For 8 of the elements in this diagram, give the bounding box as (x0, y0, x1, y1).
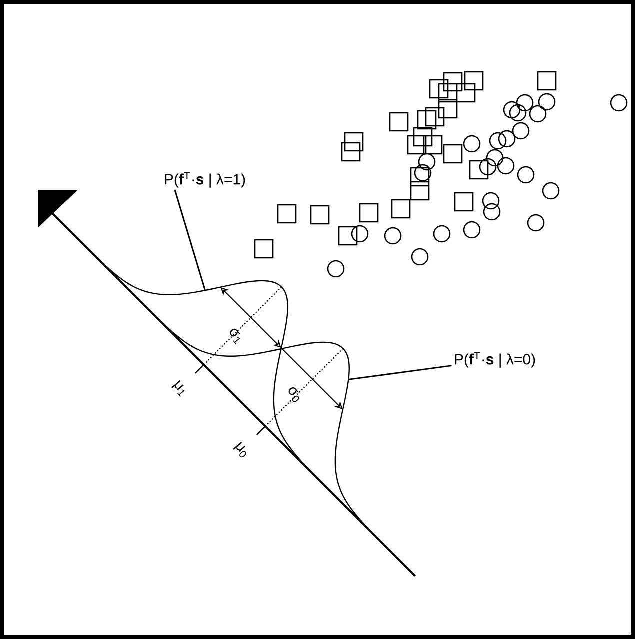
mean-label: μ$_{0}$ (233, 442, 246, 458)
leader-line (348, 365, 452, 380)
curve-label: P(f$^{T}$·s | λ=1) (165, 172, 246, 188)
sigma-label: σ$_{0}$ (288, 388, 300, 402)
leader-line (174, 190, 206, 291)
sigma-label: σ$_{1}$ (230, 328, 240, 345)
mean-label: μ$_{1}$ (172, 380, 185, 397)
curve-label: P(f$^{T}$·s | λ=0) (455, 352, 536, 368)
